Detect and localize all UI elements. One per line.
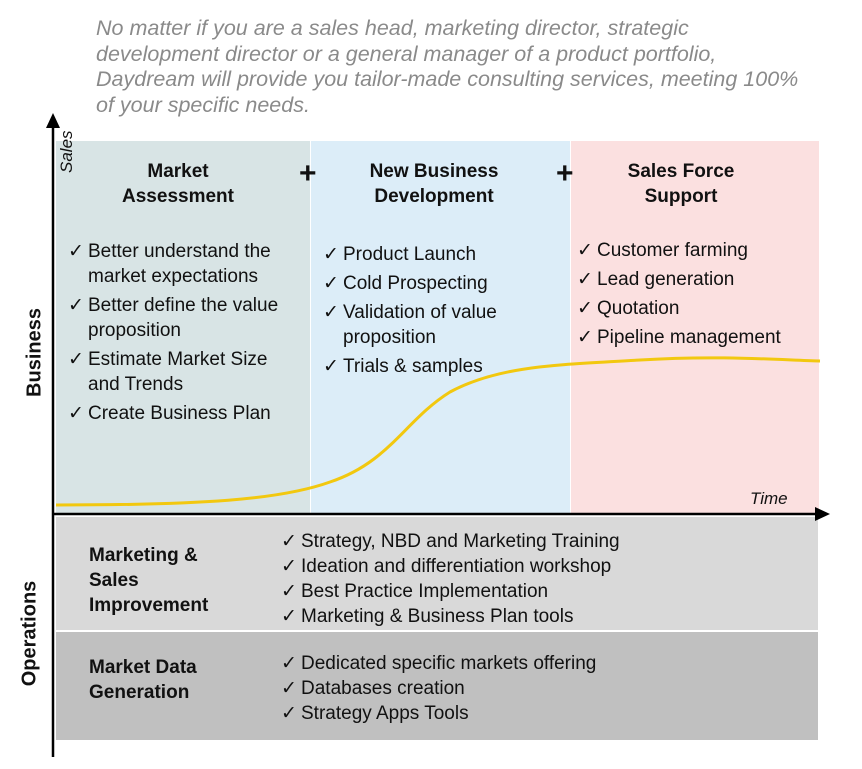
market-data-generation-row: Market Data Generation ✓Dedicated specif… [56, 632, 818, 740]
marketing-sales-improvement-list: ✓Strategy, NBD and Marketing Training ✓I… [281, 529, 620, 629]
plus-icon: + [299, 157, 317, 190]
market-data-generation-title: Market Data Generation [89, 657, 197, 703]
list-item: ✓Databases creation [281, 678, 465, 699]
business-axis-label: Business [23, 308, 46, 397]
list-item: ✓Strategy Apps Tools [281, 703, 469, 724]
plus-icon: + [556, 157, 574, 190]
y-axis-arrow-icon [46, 113, 60, 128]
list-item: ✓Marketing & Business Plan tools [281, 606, 574, 627]
list-item: ✓Customer farming [577, 240, 748, 261]
x-axis-arrow-icon [815, 507, 830, 521]
marketing-sales-improvement-title: Marketing & Sales Improvement [89, 545, 209, 616]
list-item: ✓Pipeline management [577, 327, 781, 348]
market-data-generation-list: ✓Dedicated specific markets offering ✓Da… [281, 651, 596, 726]
list-item: ✓Lead generation [577, 269, 735, 290]
list-item: ✓Best Practice Implementation [281, 581, 549, 602]
marketing-sales-improvement-row: Marketing & Sales Improvement ✓Strategy,… [56, 517, 818, 630]
sales-axis-label: Sales [57, 130, 76, 173]
list-item: ✓Trials & samples [323, 356, 483, 377]
list-item: ✓Product Launch [323, 244, 477, 265]
operations-axis-label: Operations [18, 580, 41, 687]
list-item: ✓Create Business Plan [68, 403, 271, 424]
sales-force-support-list: ✓Customer farming ✓Lead generation ✓Quot… [577, 238, 817, 354]
list-item: ✓Cold Prospecting [323, 273, 488, 294]
list-item: ✓Ideation and differentiation workshop [281, 556, 612, 577]
new-business-development-list: ✓Product Launch ✓Cold Prospecting ✓Valid… [323, 242, 563, 383]
list-item: ✓Strategy, NBD and Marketing Training [281, 531, 620, 552]
list-item: ✓Dedicated specific markets offering [281, 653, 597, 674]
time-axis-label: Time [750, 489, 788, 508]
growth-curve [55, 356, 821, 507]
list-item: ✓Quotation [577, 298, 680, 319]
intro-text: No matter if you are a sales head, marke… [96, 16, 799, 117]
